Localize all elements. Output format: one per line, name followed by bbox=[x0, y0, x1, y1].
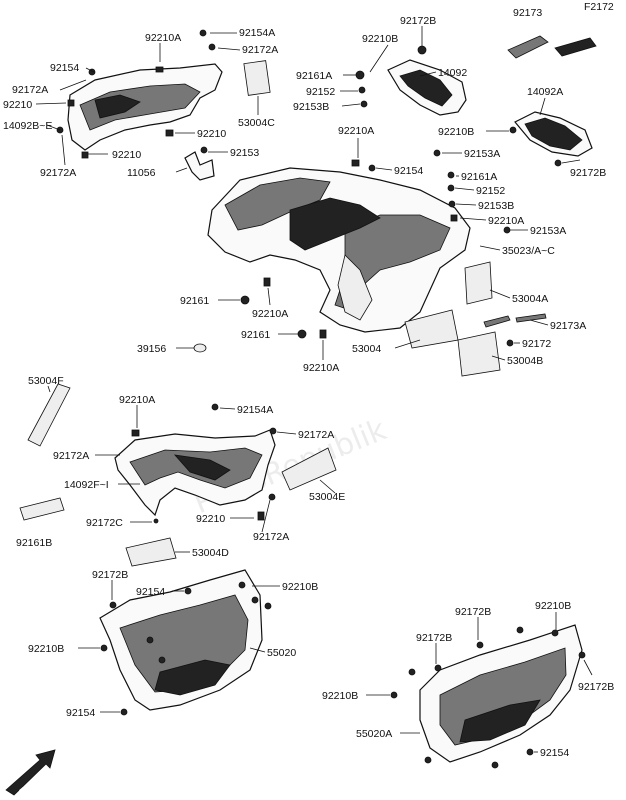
label-53004e: 53004E bbox=[309, 491, 345, 503]
label-92161b: 92161B bbox=[16, 537, 52, 549]
label-92210-4: 92210 bbox=[196, 513, 225, 525]
footboard-55020 bbox=[99, 569, 263, 711]
fender-liner-14092a bbox=[514, 111, 593, 157]
sticker-53004a bbox=[464, 261, 493, 305]
label-92172b-6: 92172B bbox=[578, 681, 614, 693]
label-53004c: 53004C bbox=[238, 117, 275, 129]
label-92210b-1: 92210B bbox=[362, 33, 398, 45]
label-92172b-5: 92172B bbox=[416, 632, 452, 644]
label-92172a-1: 92172A bbox=[242, 44, 278, 56]
strip-92173a-1 bbox=[483, 315, 511, 328]
label-14092f-i: 14092F~I bbox=[64, 479, 109, 491]
bracket-11056 bbox=[184, 151, 215, 181]
label-92210-3: 92210 bbox=[197, 128, 226, 140]
label-92172b-4: 92172B bbox=[455, 606, 491, 618]
label-39156: 39156 bbox=[137, 343, 166, 355]
footboard-55020a bbox=[419, 624, 583, 763]
label-11056: 11056 bbox=[127, 167, 156, 179]
label-92153b-1: 92153B bbox=[293, 101, 329, 113]
label-53004d: 53004D bbox=[192, 547, 229, 559]
label-92172a-3: 92172A bbox=[40, 167, 76, 179]
label-92210b-4: 92210B bbox=[28, 643, 64, 655]
label-53004f: 53004F bbox=[28, 375, 64, 387]
label-92161a-2: 92161A bbox=[461, 171, 497, 183]
label-92173-1: 92173 bbox=[513, 7, 542, 19]
label-92173a: 92173A bbox=[550, 320, 586, 332]
label-92210a-5: 92210A bbox=[303, 362, 339, 374]
ring-39156 bbox=[193, 343, 207, 353]
label-92172c: 92172C bbox=[86, 517, 123, 529]
label-14092a: 14092A bbox=[527, 86, 563, 98]
label-92172: 92172 bbox=[522, 338, 551, 350]
label-92154-3: 92154 bbox=[136, 586, 165, 598]
label-14092: 14092 bbox=[438, 67, 467, 79]
strip-92173 bbox=[507, 35, 597, 59]
label-92154-4: 92154 bbox=[66, 707, 95, 719]
label-92172a-6: 92172A bbox=[253, 531, 289, 543]
label-92153-1: 92153 bbox=[230, 147, 259, 159]
label-92210a-1: 92210A bbox=[145, 32, 181, 44]
rear-fender-35023 bbox=[207, 167, 471, 333]
fasteners bbox=[56, 29, 586, 769]
label-53004b: 53004B bbox=[507, 355, 543, 367]
label-92153b-2: 92153B bbox=[478, 200, 514, 212]
label-14092b-e: 14092B~E bbox=[3, 120, 52, 132]
label-92154a-2: 92154A bbox=[237, 404, 273, 416]
label-53004: 53004 bbox=[352, 343, 381, 355]
label-92210b-3: 92210B bbox=[282, 581, 318, 593]
label-92172a-2: 92172A bbox=[12, 84, 48, 96]
label-92210-1: 92210 bbox=[3, 99, 32, 111]
label-92210a-4: 92210A bbox=[252, 308, 288, 320]
label-92172b-1: 92172B bbox=[400, 15, 436, 27]
label-92210a-2: 92210A bbox=[338, 125, 374, 137]
label-92172a-4: 92172A bbox=[298, 429, 334, 441]
sticker-53004b bbox=[457, 331, 501, 377]
part-labels: 92210A 92154A 92172A 92154 92172A 92210 … bbox=[3, 7, 614, 759]
label-92210a-3: 92210A bbox=[488, 215, 524, 227]
sticker-53004d bbox=[125, 537, 177, 567]
label-92210b-5: 92210B bbox=[535, 600, 571, 612]
label-92172b-2: 92172B bbox=[570, 167, 606, 179]
fender-liner-14092 bbox=[387, 59, 467, 116]
label-92154-5: 92154 bbox=[540, 747, 569, 759]
diagram-id: F2172 bbox=[584, 1, 614, 13]
sticker-53004c bbox=[243, 60, 271, 96]
front-arrow: FRONT bbox=[5, 749, 56, 798]
sticker-92161b bbox=[19, 497, 65, 521]
label-92152-1: 92152 bbox=[306, 86, 335, 98]
leader-lines bbox=[35, 26, 593, 753]
front-fender-14092f bbox=[114, 429, 276, 517]
label-92161a-1: 92161A bbox=[296, 70, 332, 82]
label-35023: 35023/A~C bbox=[502, 245, 555, 257]
label-92210-2: 92210 bbox=[112, 149, 141, 161]
label-92152-2: 92152 bbox=[476, 185, 505, 197]
label-92210b-6: 92210B bbox=[322, 690, 358, 702]
label-92154a-1: 92154A bbox=[239, 27, 275, 39]
label-92161-1: 92161 bbox=[180, 295, 209, 307]
label-92153a-2: 92153A bbox=[530, 225, 566, 237]
rear-fender-liner-left bbox=[67, 63, 223, 151]
sticker-53004e bbox=[281, 447, 337, 491]
sticker-53004f bbox=[27, 383, 71, 447]
label-92161-2: 92161 bbox=[241, 329, 270, 341]
label-55020a: 55020A bbox=[356, 728, 392, 740]
strip-92173a-2 bbox=[515, 313, 547, 323]
label-92154-2: 92154 bbox=[394, 165, 423, 177]
label-92153a-1: 92153A bbox=[464, 148, 500, 160]
label-92172b-3: 92172B bbox=[92, 569, 128, 581]
label-92154-1: 92154 bbox=[50, 62, 79, 74]
label-92172a-5: 92172A bbox=[53, 450, 89, 462]
label-53004a: 53004A bbox=[512, 293, 548, 305]
label-92210a-6: 92210A bbox=[119, 394, 155, 406]
label-92210b-2: 92210B bbox=[438, 126, 474, 138]
label-55020: 55020 bbox=[267, 647, 296, 659]
